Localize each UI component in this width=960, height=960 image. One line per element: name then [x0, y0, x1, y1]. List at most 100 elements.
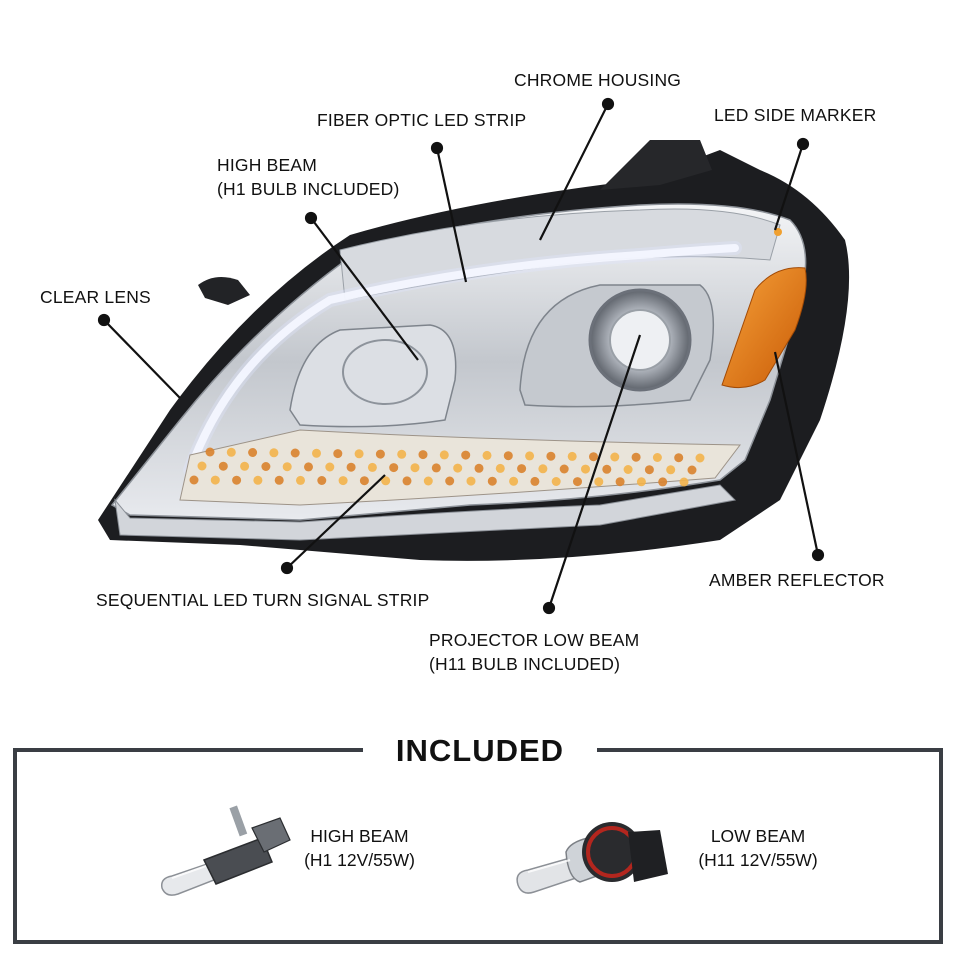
leader-sequential	[286, 474, 386, 569]
led-dot	[636, 477, 646, 487]
led-dot	[218, 461, 228, 471]
led-dot	[389, 463, 399, 473]
led-dot	[205, 447, 215, 457]
label-projector-low-beam: PROJECTOR LOW BEAM (H11 BULB INCLUDED)	[429, 628, 639, 676]
led-dot	[546, 451, 556, 461]
led-dot	[453, 463, 463, 473]
led-dot	[439, 450, 449, 460]
led-dot	[375, 449, 385, 459]
label-amber-reflector: AMBER REFLECTOR	[709, 570, 885, 590]
included-frame-top-right	[597, 748, 943, 752]
leader-projector	[547, 334, 642, 609]
leader-amber	[773, 351, 820, 556]
led-dot	[354, 449, 364, 459]
fiber-optic-strip	[186, 244, 739, 474]
label-high-beam-line1: HIGH BEAM	[217, 155, 318, 175]
led-dot	[679, 477, 689, 487]
led-dot	[253, 475, 263, 485]
led-dot	[232, 475, 242, 485]
label-led-side-marker: LED SIDE MARKER	[714, 105, 877, 125]
leader-chrome-housing	[539, 103, 609, 241]
low-beam-bulb-line1: LOW BEAM	[710, 826, 806, 846]
led-dot	[367, 462, 377, 472]
included-frame-top-left	[13, 748, 363, 752]
led-dot	[240, 461, 250, 471]
led-dot	[381, 476, 391, 486]
led-dot	[445, 476, 455, 486]
led-dot	[410, 463, 420, 473]
led-dot	[695, 453, 705, 463]
led-dot	[197, 461, 207, 471]
low-beam-bulb-line2: (H11 12V/55W)	[698, 850, 818, 870]
led-dot	[333, 449, 343, 459]
led-dot	[248, 448, 258, 457]
mount-tab-left	[198, 276, 250, 305]
mount-tab-top	[600, 140, 712, 190]
label-high-beam: HIGH BEAM (H1 BULB INCLUDED)	[217, 153, 400, 201]
label-high-beam-line2: (H1 BULB INCLUDED)	[217, 179, 400, 199]
led-dot	[644, 465, 654, 475]
led-dot	[495, 463, 505, 473]
led-dot	[325, 462, 335, 472]
led-dot	[573, 477, 582, 487]
led-dot	[615, 477, 625, 487]
led-dot	[602, 464, 612, 474]
led-dot	[359, 476, 369, 486]
led-dot	[431, 463, 441, 473]
led-dot	[397, 449, 407, 459]
led-dot	[687, 465, 697, 475]
led-dot	[346, 462, 356, 472]
led-dot	[474, 463, 484, 473]
led-dot	[652, 453, 662, 462]
high-beam-bulb-line2: (H1 12V/55W)	[304, 850, 415, 870]
led-dot	[296, 475, 305, 485]
led-dot	[269, 448, 279, 458]
label-sequential-led: SEQUENTIAL LED TURN SIGNAL STRIP	[96, 590, 430, 610]
led-dot	[594, 477, 604, 487]
led-dot	[567, 451, 577, 461]
included-title: INCLUDED	[395, 733, 565, 768]
high-beam-reflector	[289, 324, 457, 428]
lower-chrome-lip	[114, 484, 737, 541]
led-dot	[551, 477, 561, 486]
led-dot	[402, 476, 412, 486]
label-chrome-housing: CHROME HOUSING	[514, 70, 682, 90]
led-dot	[658, 477, 668, 487]
led-dot	[509, 476, 519, 486]
led-dot	[538, 464, 548, 474]
led-dots	[189, 447, 705, 487]
led-dot	[581, 464, 590, 474]
led-dot	[517, 464, 527, 474]
included-frame	[13, 748, 943, 944]
led-dot	[623, 465, 633, 474]
led-dot	[674, 453, 684, 463]
amber-reflector	[721, 267, 807, 389]
led-dot	[631, 452, 641, 462]
led-dot	[418, 450, 428, 460]
headlight-figure	[97, 97, 850, 615]
led-dot	[189, 475, 199, 485]
led-dot	[487, 476, 497, 486]
led-dot	[559, 464, 569, 474]
leader-clear-lens	[103, 319, 181, 399]
leader-side-marker	[773, 143, 805, 231]
led-dot	[525, 451, 535, 461]
led-dot	[261, 462, 271, 471]
led-dot	[666, 465, 676, 475]
led-dot	[282, 462, 292, 472]
led-dot	[312, 448, 321, 458]
led-dot	[317, 476, 327, 485]
led-dot	[226, 447, 236, 457]
led-dot	[461, 450, 471, 460]
label-fiber-optic: FIBER OPTIC LED STRIP	[317, 110, 527, 130]
led-dot	[503, 451, 513, 461]
label-clear-lens: CLEAR LENS	[40, 287, 151, 307]
led-dot	[304, 462, 313, 472]
leader-fiber-optic	[435, 147, 468, 283]
led-dot	[589, 452, 598, 462]
label-projector-line2: (H11 BULB INCLUDED)	[429, 654, 621, 674]
led-dot	[338, 476, 348, 486]
led-dot	[423, 476, 433, 486]
high-beam-bulb-label: HIGH BEAM (H1 12V/55W)	[297, 824, 422, 872]
led-dot	[466, 476, 476, 486]
